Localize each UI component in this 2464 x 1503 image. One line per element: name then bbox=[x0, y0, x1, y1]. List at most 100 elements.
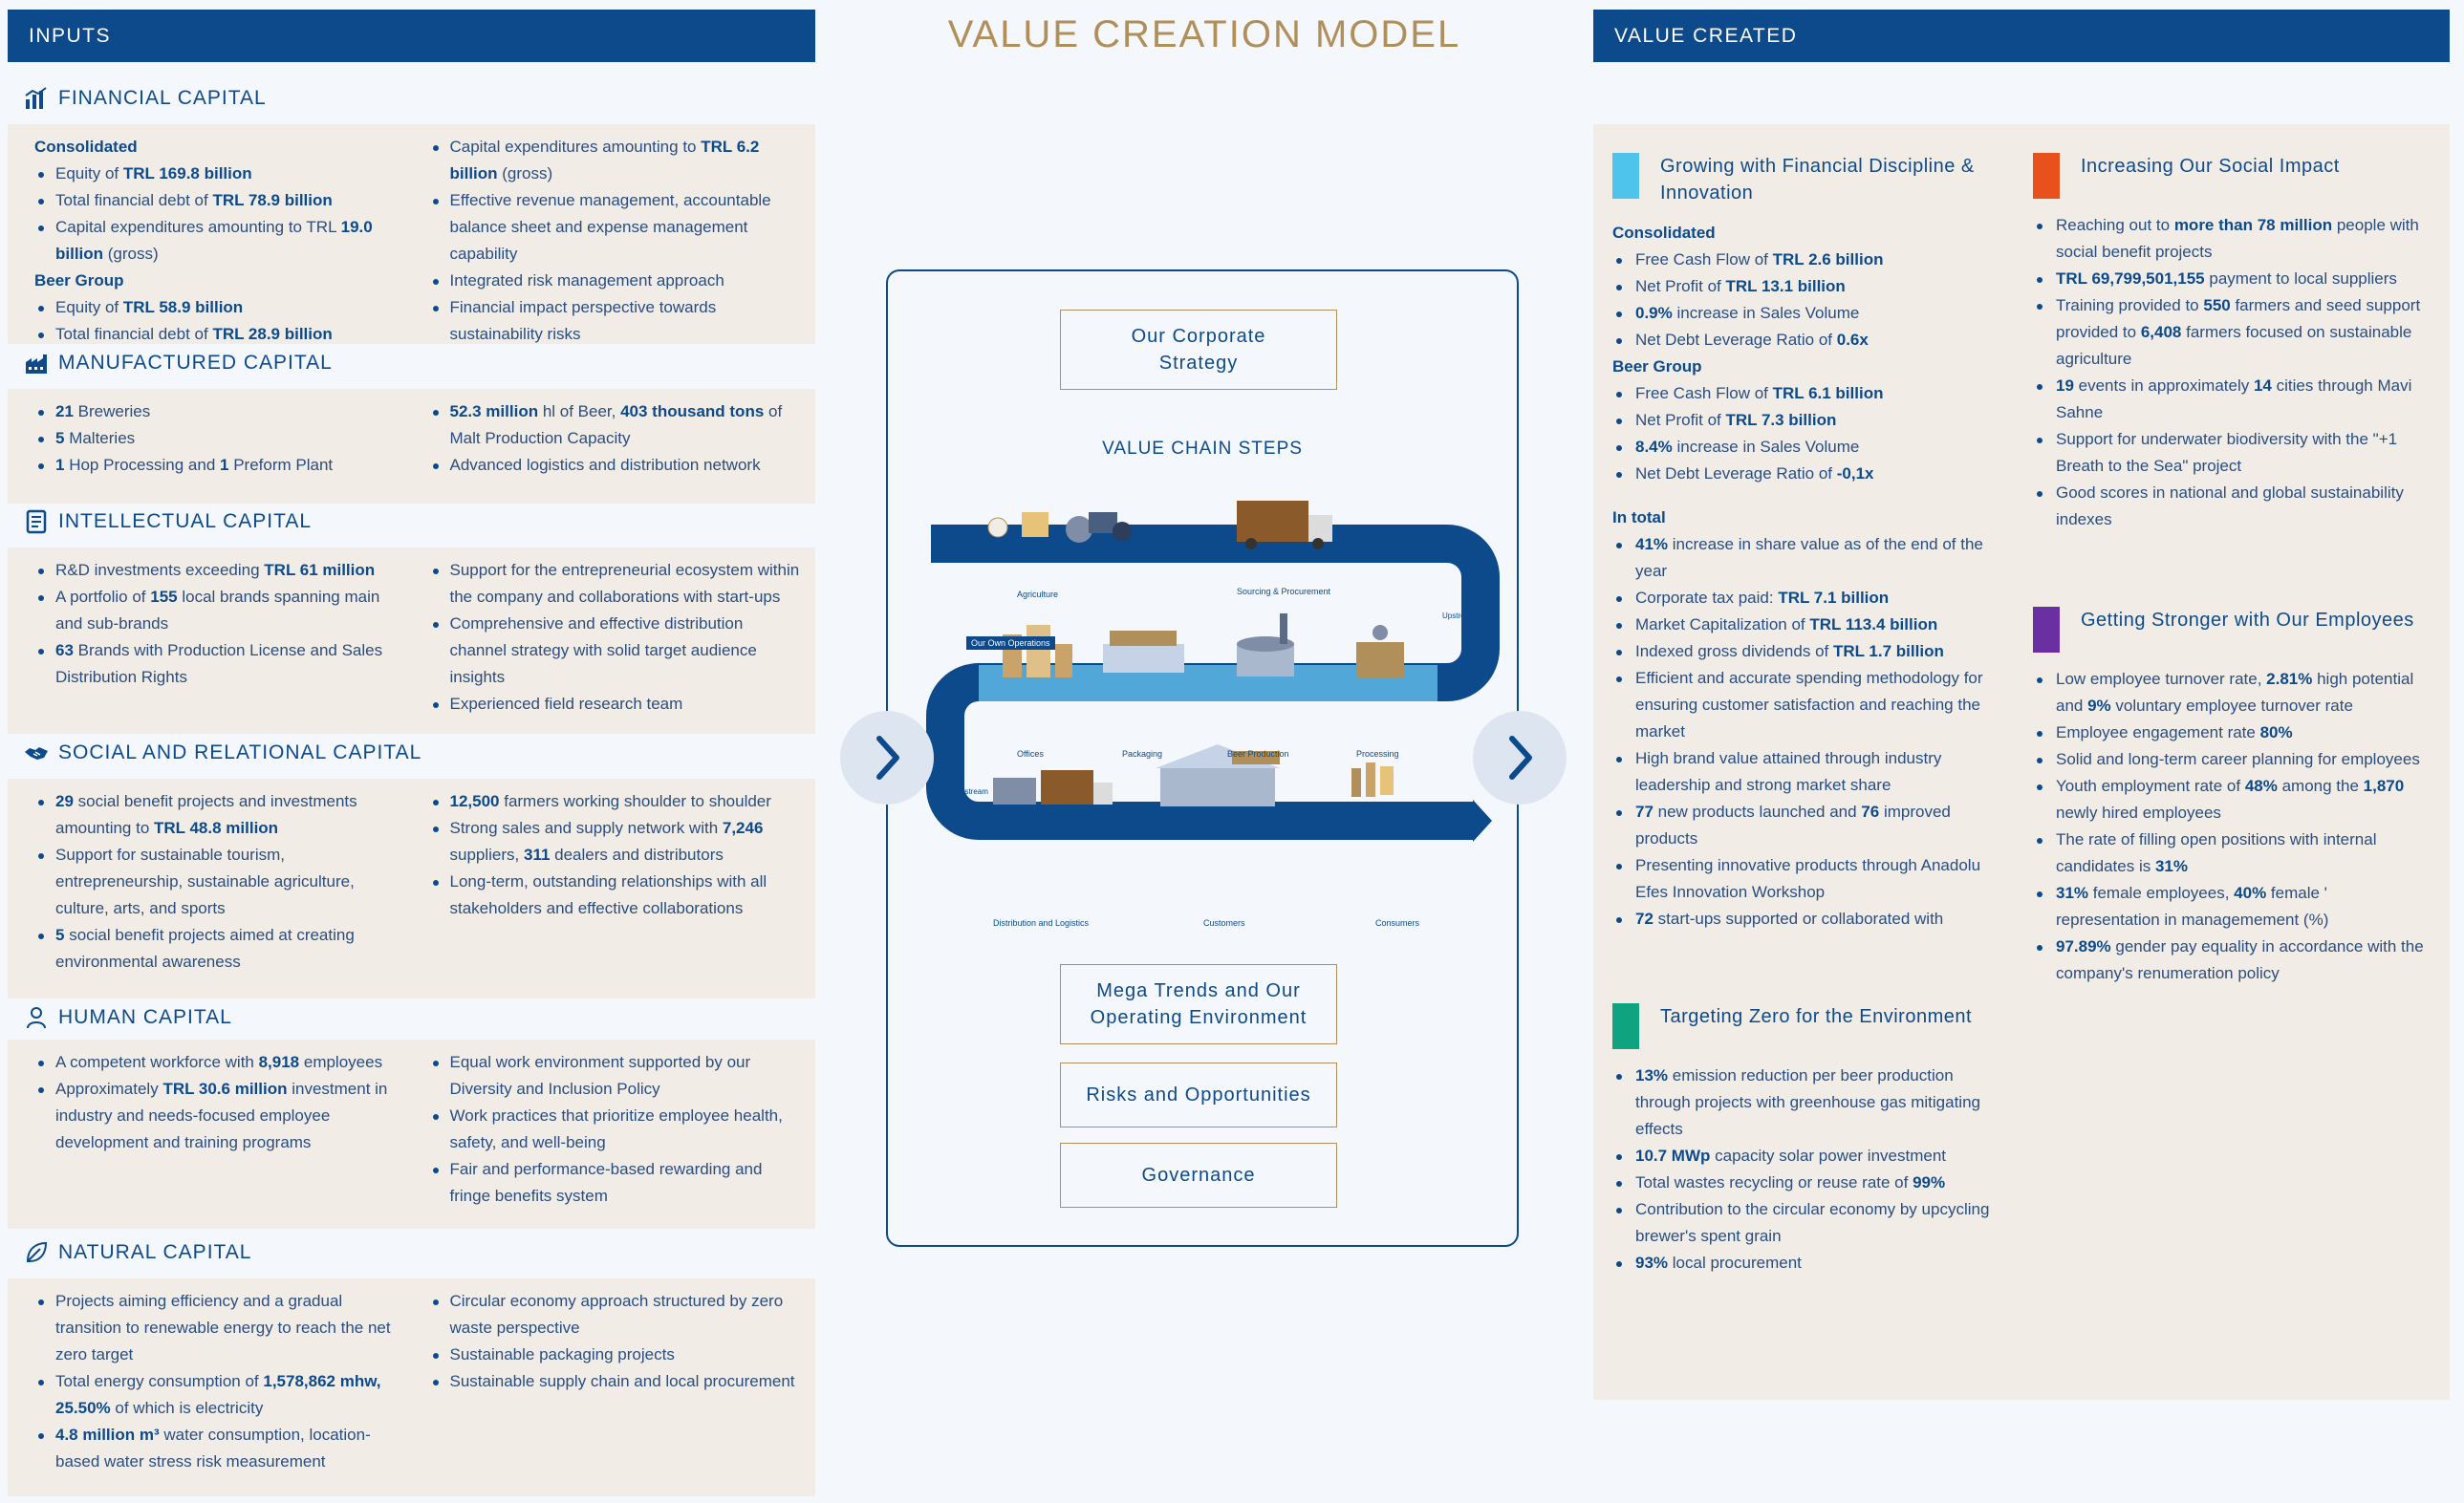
natural-capital-box: Projects aiming efficiency and a gradual… bbox=[8, 1278, 815, 1496]
processing-icon bbox=[1356, 625, 1404, 678]
step-distribution: Distribution and Logistics bbox=[993, 918, 1090, 928]
manufactured-capital-heading: MANUFACTURED CAPITAL bbox=[24, 349, 333, 377]
list-item: Work practices that prioritize employee … bbox=[429, 1103, 803, 1156]
list-item: Contribution to the circular economy by … bbox=[1612, 1196, 2009, 1250]
social-capital-heading: SOCIAL AND RELATIONAL CAPITAL bbox=[24, 739, 421, 767]
intellectual-capital-box: R&D investments exceeding TRL 61 million… bbox=[8, 548, 815, 734]
step-packaging: Packaging bbox=[1122, 749, 1163, 759]
step-agriculture: Agriculture bbox=[1017, 590, 1059, 599]
growing-group: Growing with Financial Discipline & Inno… bbox=[1612, 153, 2009, 933]
list-item: 52.3 million hl of Beer, 403 thousand to… bbox=[429, 398, 803, 452]
megatrends-box[interactable]: Mega Trends and Our Operating Environmen… bbox=[1060, 964, 1337, 1044]
list-item: Net Profit of TRL 13.1 billion bbox=[1612, 273, 2009, 300]
manufactured-right-col: 52.3 million hl of Beer, 403 thousand to… bbox=[429, 398, 803, 498]
natural-left-col: Projects aiming efficiency and a gradual… bbox=[34, 1288, 408, 1491]
inputs-title: INPUTS bbox=[29, 25, 112, 47]
value-chain-card: Our Corporate Strategy VALUE CHAIN STEPS bbox=[886, 269, 1519, 1247]
zero-body: 13% emission reduction per beer producti… bbox=[1612, 1063, 2009, 1277]
leaf-icon bbox=[26, 1241, 48, 1262]
list-item: 0.9% increase in Sales Volume bbox=[1612, 300, 2009, 327]
beer-production-icon bbox=[1237, 613, 1294, 676]
list-item: 21 Breweries bbox=[34, 398, 408, 425]
growing-title: Growing with Financial Discipline & Inno… bbox=[1660, 156, 1975, 204]
intellectual-right-col: Support for the entrepreneurial ecosyste… bbox=[429, 557, 803, 728]
sourcing-icon bbox=[1237, 501, 1332, 549]
chain-arrow-head bbox=[1473, 800, 1492, 842]
list-item: Equity of TRL 169.8 billion bbox=[34, 161, 408, 187]
list-subheading: Beer Group bbox=[34, 271, 124, 290]
list-item: Presenting innovative products through A… bbox=[1612, 852, 2009, 906]
bullet-list: Equal work environment supported by our … bbox=[429, 1049, 803, 1210]
intellectual-left-col: R&D investments exceeding TRL 61 million… bbox=[34, 557, 408, 728]
upstream-label: Upstream bbox=[1442, 612, 1476, 620]
bullet-list: 13% emission reduction per beer producti… bbox=[1612, 1063, 2009, 1277]
corporate-strategy-box[interactable]: Our Corporate Strategy bbox=[1060, 310, 1337, 390]
list-item: Equity of TRL 58.9 billion bbox=[34, 294, 408, 321]
list-item: High brand value attained through indust… bbox=[1612, 745, 2009, 799]
value-chain-title: VALUE CHAIN STEPS bbox=[1102, 439, 1303, 459]
list-item: 72 start-ups supported or collaborated w… bbox=[1612, 906, 2009, 933]
list-item: Employee engagement rate 80% bbox=[2033, 719, 2434, 746]
list-item: Net Debt Leverage Ratio of 0.6x bbox=[1612, 327, 2009, 354]
step-customers: Customers bbox=[1203, 918, 1245, 928]
bullet-list: Reaching out to more than 78 million peo… bbox=[2033, 212, 2434, 533]
governance-box[interactable]: Governance bbox=[1060, 1143, 1337, 1208]
step-offices: Offices bbox=[1017, 749, 1044, 759]
list-item: Youth employment rate of 48% among the 1… bbox=[2033, 773, 2434, 827]
downstream-label: Downstream bbox=[945, 787, 988, 796]
page-title: VALUE CREATION MODEL bbox=[947, 13, 1461, 55]
list-subheading: Beer Group bbox=[1612, 357, 1702, 376]
list-item: Fair and performance-based rewarding and… bbox=[429, 1156, 803, 1210]
bullet-list: Low employee turnover rate, 2.81% high p… bbox=[2033, 666, 2434, 987]
human-capital-heading: HUMAN CAPITAL bbox=[24, 1003, 232, 1032]
list-item: Total financial debt of TRL 28.9 billion bbox=[34, 321, 408, 348]
bullet-list: Support for the entrepreneurial ecosyste… bbox=[429, 557, 803, 718]
social-right-col: 12,500 farmers working shoulder to shoul… bbox=[429, 788, 803, 993]
list-item: 41% increase in share value as of the en… bbox=[1612, 531, 2009, 585]
social-capital-box: 29 social benefit projects and investmen… bbox=[8, 779, 815, 998]
prev-button[interactable] bbox=[840, 711, 934, 805]
list-item: 12,500 farmers working shoulder to shoul… bbox=[429, 788, 803, 815]
human-right-col: Equal work environment supported by our … bbox=[429, 1049, 803, 1223]
list-item: 4.8 million m³ water consumption, locati… bbox=[34, 1422, 408, 1475]
bullet-list: Circular economy approach structured by … bbox=[429, 1288, 803, 1395]
employees-group: Getting Stronger with Our Employees Low … bbox=[2033, 607, 2434, 987]
social-capital-title: SOCIAL AND RELATIONAL CAPITAL bbox=[58, 741, 422, 763]
list-item: Long-term, outstanding relationships wit… bbox=[429, 869, 803, 922]
risks-box[interactable]: Risks and Opportunities bbox=[1060, 1063, 1337, 1127]
list-item: Low employee turnover rate, 2.81% high p… bbox=[2033, 666, 2434, 719]
list-item: 5 social benefit projects aimed at creat… bbox=[34, 922, 408, 976]
own-operations-label: Our Own Operations bbox=[966, 636, 1055, 650]
social-impact-title: Increasing Our Social Impact bbox=[2081, 156, 2340, 177]
step-beer-production: Beer Production bbox=[1227, 749, 1289, 759]
handshake-icon bbox=[25, 747, 48, 760]
list-item: Sustainable packaging projects bbox=[429, 1342, 803, 1368]
list-item: Solid and long-term career planning for … bbox=[2033, 746, 2434, 773]
list-item: Advanced logistics and distribution netw… bbox=[429, 452, 803, 479]
person-icon bbox=[27, 1007, 46, 1029]
list-item: Experienced field research team bbox=[429, 691, 803, 718]
list-item: Effective revenue management, accountabl… bbox=[429, 187, 803, 268]
list-item: Good scores in national and global susta… bbox=[2033, 480, 2434, 533]
list-item: Training provided to 550 farmers and see… bbox=[2033, 292, 2434, 373]
offices-icon bbox=[1003, 625, 1072, 677]
bullet-list: Capital expenditures amounting to TRL 6.… bbox=[429, 134, 803, 348]
packaging-icon bbox=[1103, 631, 1184, 673]
list-item: 13% emission reduction per beer producti… bbox=[1612, 1063, 2009, 1143]
growing-swatch bbox=[1612, 153, 1639, 199]
step-sourcing: Sourcing & Procurement bbox=[1237, 587, 1331, 596]
list-item: 10.7 MWp capacity solar power investment bbox=[1612, 1143, 2009, 1170]
list-item: 8.4% increase in Sales Volume bbox=[1612, 434, 2009, 461]
list-item: Circular economy approach structured by … bbox=[429, 1288, 803, 1342]
next-button[interactable] bbox=[1473, 711, 1567, 805]
list-item: Corporate tax paid: TRL 7.1 billion bbox=[1612, 585, 2009, 612]
list-item: 29 social benefit projects and investmen… bbox=[34, 788, 408, 842]
list-item: Comprehensive and effective distribution… bbox=[429, 611, 803, 691]
financial-right-col: Capital expenditures amounting to TRL 6.… bbox=[429, 134, 803, 343]
consumers-icon bbox=[1351, 762, 1394, 797]
list-subheading: In total bbox=[1612, 508, 1666, 526]
